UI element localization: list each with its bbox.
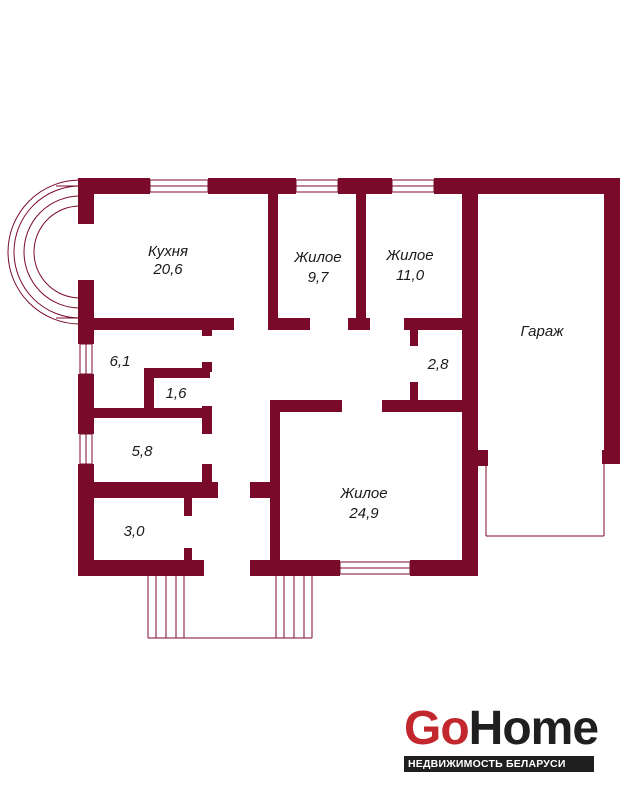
room-labels: Кухня 20,6 Жилое 9,7 Жилое 11,0 Гараж 6,…: [110, 243, 565, 540]
windows: [79, 179, 435, 575]
room-2-8-area: 2,8: [427, 356, 450, 373]
room-1-6-area: 1,6: [166, 385, 188, 402]
room-garage-name: Гараж: [520, 323, 564, 340]
logo-wordmark: GoHome: [404, 702, 599, 755]
room-5-8-area: 5,8: [132, 443, 154, 460]
logo-tagline: НЕДВИЖИМОСТЬ БЕЛАРУСИ: [404, 756, 594, 772]
room-living-3-area: 24,9: [348, 505, 379, 522]
porch-steps: [147, 574, 313, 639]
room-living-2-area: 11,0: [396, 267, 425, 284]
bay-window: [7, 179, 81, 325]
room-6-1-area: 6,1: [110, 353, 131, 370]
logo-go: Go: [404, 702, 470, 755]
room-kitchen-area: 20,6: [152, 261, 183, 278]
room-3-0-area: 3,0: [124, 523, 146, 540]
gohome-logo: GoHome НЕДВИЖИМОСТЬ БЕЛАРУСИ: [404, 702, 599, 772]
room-living-3-name: Жилое: [339, 485, 387, 502]
room-living-1-name: Жилое: [293, 249, 341, 266]
room-living-1-area: 9,7: [308, 269, 330, 286]
garage-opening: [485, 462, 605, 537]
logo-home: Home: [468, 702, 599, 755]
walls: [78, 178, 620, 576]
room-kitchen-name: Кухня: [148, 243, 188, 260]
room-living-2-name: Жилое: [385, 247, 433, 264]
